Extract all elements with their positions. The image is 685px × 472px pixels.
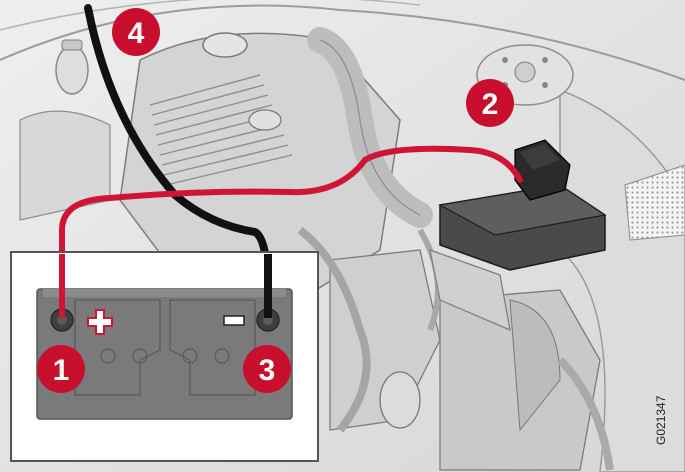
black-jumper-cable (84, 4, 273, 322)
callout-1-label: 1 (53, 354, 70, 387)
callout-3-label: 3 (259, 354, 276, 387)
plus-icon (87, 309, 113, 335)
booster-battery-inset (10, 251, 319, 462)
reference-code: G021347 (654, 395, 668, 445)
red-jumper-cable (59, 145, 523, 323)
positive-jump-terminal (514, 139, 571, 201)
minus-icon (223, 315, 245, 326)
callout-2-label: 2 (482, 88, 499, 121)
booster-battery (36, 288, 293, 420)
callout-1: 1 (37, 345, 85, 393)
callout-4-label: 4 (128, 17, 145, 50)
callout-3: 3 (243, 345, 291, 393)
callout-2: 2 (466, 79, 514, 127)
vehicle-battery (429, 139, 607, 331)
callout-4: 4 (112, 8, 160, 56)
